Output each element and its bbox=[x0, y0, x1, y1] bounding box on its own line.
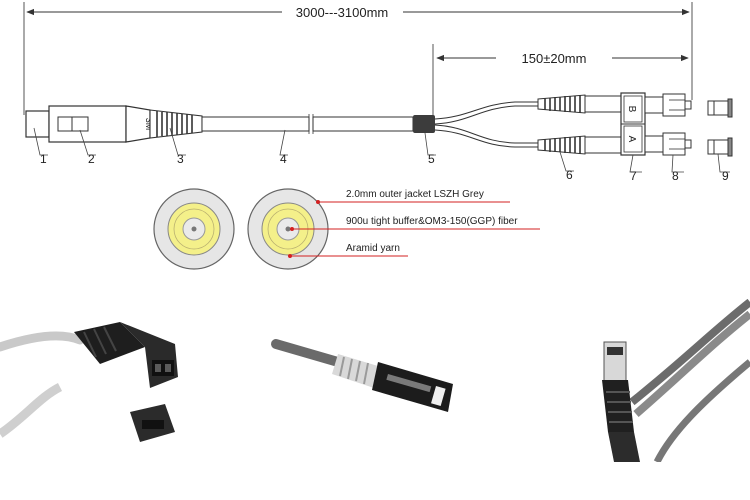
breakout-length-dimension: 150±20mm bbox=[432, 44, 689, 118]
photo-cable-connector bbox=[268, 292, 468, 462]
callout-3: 3 bbox=[177, 152, 184, 166]
callout-8: 8 bbox=[672, 169, 679, 183]
callout-5: 5 bbox=[428, 152, 435, 166]
total-length-label: 3000---3100mm bbox=[296, 5, 389, 20]
sc-connectors-drawing: B A bbox=[537, 92, 692, 156]
callout-numbers: 1 2 3 4 5 6 7 8 9 bbox=[40, 152, 729, 183]
breakout-sleeve bbox=[413, 115, 435, 133]
callout-4: 4 bbox=[280, 152, 287, 166]
callout-leaders bbox=[33, 127, 730, 173]
brand-mark: 3M bbox=[144, 118, 154, 131]
photo-mtrj-connector bbox=[0, 292, 238, 462]
dust-caps-drawing bbox=[707, 98, 733, 157]
breakout-legs-drawing bbox=[434, 101, 540, 148]
callout-1: 1 bbox=[40, 152, 47, 166]
cable-assembly-drawing: 3000---3100mm 150±20mm 3M bbox=[23, 2, 733, 270]
callout-9: 9 bbox=[722, 169, 729, 183]
cross-section-labels: 2.0mm outer jacket LSZH Grey 900u tight … bbox=[346, 189, 518, 254]
cable-cross-section bbox=[153, 188, 329, 270]
cross-section-leaders bbox=[288, 200, 540, 258]
mtrj-connector-drawing: 3M bbox=[25, 105, 203, 143]
photo-sc-connector bbox=[562, 292, 750, 462]
callout-2: 2 bbox=[88, 152, 95, 166]
label-tight-buffer: 900u tight buffer&OM3-150(GGP) fiber bbox=[346, 216, 518, 227]
main-cable-drawing bbox=[201, 114, 435, 134]
leg-letter-a: A bbox=[626, 136, 637, 143]
breakout-length-label: 150±20mm bbox=[522, 51, 587, 66]
callout-6: 6 bbox=[566, 168, 573, 182]
leg-letter-b: B bbox=[626, 106, 637, 113]
label-outer-jacket: 2.0mm outer jacket LSZH Grey bbox=[346, 189, 484, 200]
total-length-dimension: 3000---3100mm bbox=[23, 2, 693, 115]
callout-7: 7 bbox=[630, 169, 637, 183]
label-aramid-yarn: Aramid yarn bbox=[346, 243, 400, 254]
